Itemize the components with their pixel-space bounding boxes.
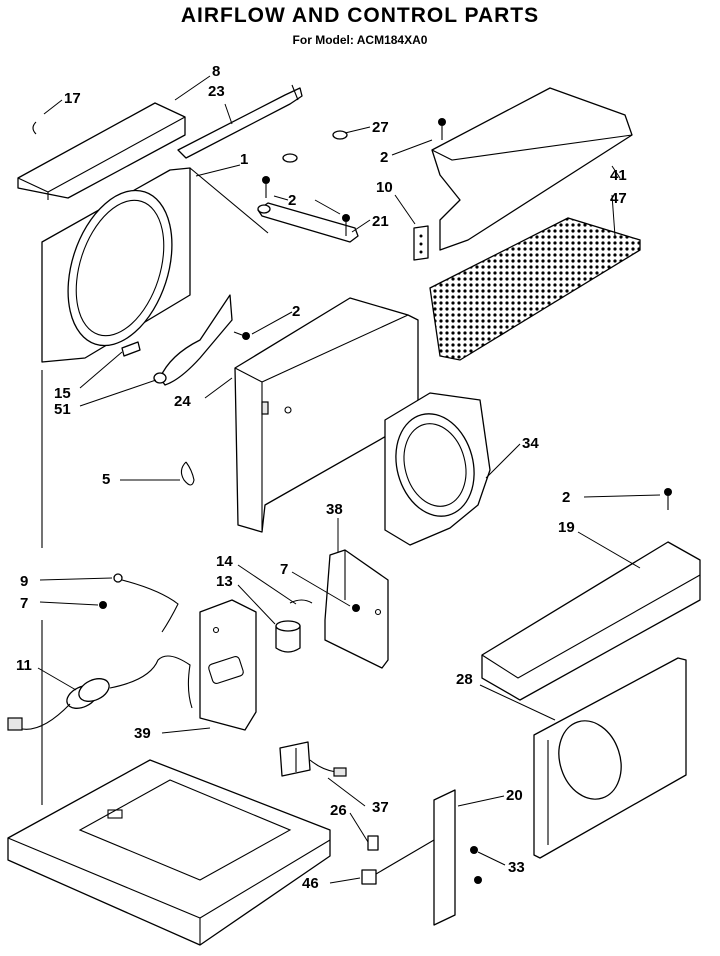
part-27-washer[interactable] xyxy=(282,130,348,163)
part-1-fan-shroud[interactable] xyxy=(41,167,269,363)
callout-7b: 7 xyxy=(20,595,28,612)
callout-10: 10 xyxy=(376,179,393,196)
callout-34: 34 xyxy=(522,435,539,452)
callout-17: 17 xyxy=(64,90,81,107)
part-14-capacitor-clamp[interactable] xyxy=(289,599,313,604)
part-8-top-bracket[interactable] xyxy=(17,102,186,200)
callout-2b: 2 xyxy=(288,192,296,209)
part-51-damper-blade[interactable] xyxy=(153,294,233,386)
callout-28: 28 xyxy=(456,671,473,688)
callout-38: 38 xyxy=(326,501,343,518)
part-10-switch[interactable] xyxy=(413,225,429,261)
part-41-top-cover[interactable] xyxy=(431,87,633,251)
part-2-screw-c[interactable] xyxy=(342,214,350,236)
part-34-blower-housing[interactable] xyxy=(384,392,491,546)
callout-51: 51 xyxy=(54,401,71,418)
callout-41: 41 xyxy=(610,167,627,184)
callout-39: 39 xyxy=(134,725,151,742)
callout-8: 8 xyxy=(212,63,220,80)
part-2-screw-d[interactable] xyxy=(233,331,250,340)
callout-7a: 7 xyxy=(280,561,288,578)
callout-20: 20 xyxy=(506,787,523,804)
callout-2d: 2 xyxy=(562,489,570,506)
model-subtitle: For Model: ACM184XA0 xyxy=(292,33,428,47)
part-11-power-cord[interactable] xyxy=(7,655,193,731)
callout-27: 27 xyxy=(372,119,389,136)
part-33-screws[interactable] xyxy=(470,846,482,884)
callout-15: 15 xyxy=(54,385,71,402)
part-37-wire-harness[interactable] xyxy=(279,741,347,777)
part-2-screw-e[interactable] xyxy=(664,488,672,510)
part-15-lever[interactable] xyxy=(121,341,141,357)
page-title: AIRFLOW AND CONTROL PARTS xyxy=(180,4,540,27)
callout-26: 26 xyxy=(330,802,347,819)
part-21-bracket[interactable] xyxy=(257,202,359,243)
callout-23: 23 xyxy=(208,83,225,100)
callout-13: 13 xyxy=(216,573,233,590)
part-46-terminal[interactable] xyxy=(361,839,435,885)
part-7-screw-a[interactable] xyxy=(352,604,360,612)
callout-11: 11 xyxy=(16,657,32,674)
part-2-screw-a[interactable] xyxy=(438,118,446,140)
part-7-screw-b[interactable] xyxy=(99,601,107,609)
part-28-side-panel[interactable] xyxy=(533,657,687,859)
callout-14: 14 xyxy=(216,553,233,570)
callout-21: 21 xyxy=(372,213,389,230)
part-5-clip[interactable] xyxy=(180,461,195,486)
part-9-ground-wire[interactable] xyxy=(113,573,179,633)
callout-2c: 2 xyxy=(292,303,300,320)
part-2-screw-b[interactable] xyxy=(262,176,270,198)
callout-labels: 17 8 23 1 27 2 41 47 10 2 21 2 15 51 24 … xyxy=(16,63,627,892)
part-39-control-panel[interactable] xyxy=(199,599,257,731)
part-17-clip[interactable] xyxy=(32,121,37,135)
part-20-plate[interactable] xyxy=(433,789,456,926)
callout-2a: 2 xyxy=(380,149,388,166)
callout-24: 24 xyxy=(174,393,191,410)
callout-37: 37 xyxy=(372,799,389,816)
base-pan[interactable] xyxy=(7,759,331,946)
callout-46: 46 xyxy=(302,875,319,892)
callout-19: 19 xyxy=(558,519,575,536)
part-47-filter[interactable] xyxy=(429,217,641,361)
callout-9: 9 xyxy=(20,573,28,590)
part-19-top-rail[interactable] xyxy=(481,541,701,701)
callout-33: 33 xyxy=(508,859,525,876)
part-26-connector[interactable] xyxy=(367,835,379,851)
leader-lines xyxy=(37,75,661,884)
part-13-capacitor[interactable] xyxy=(275,620,301,653)
part-23-strip[interactable] xyxy=(177,84,303,159)
callout-1: 1 xyxy=(240,151,248,168)
callout-5: 5 xyxy=(102,471,110,488)
callout-47: 47 xyxy=(610,190,627,207)
